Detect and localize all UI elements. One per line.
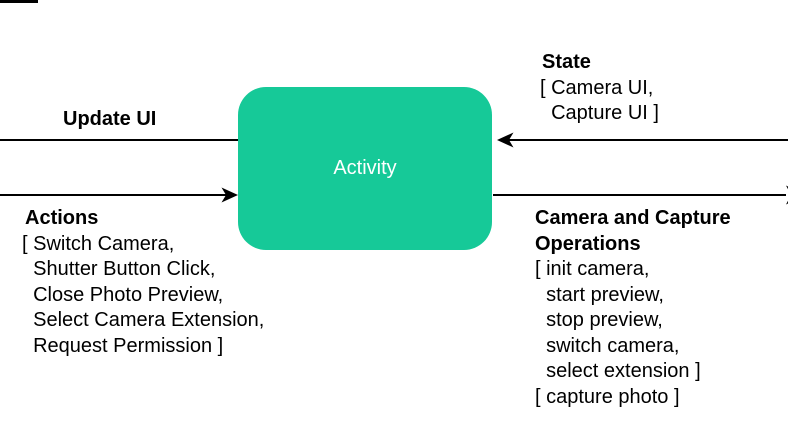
activity-node-label: Activity — [333, 157, 397, 179]
list-item-line: Close Photo Preview, — [22, 283, 224, 306]
list-item-line: Shutter Button Click, — [22, 258, 216, 280]
list-item-line: [ Camera UI, — [540, 76, 654, 99]
list-item-line: select extension ] — [535, 360, 701, 382]
list-item-line: Request Permission ] — [22, 334, 224, 357]
state-arrowhead-left-icon — [497, 132, 514, 148]
list-item-line: [ init camera, — [535, 258, 650, 280]
state-annotation: State [ Camera UI, Capture UI ] — [540, 50, 659, 127]
actions-title: Actions — [25, 207, 99, 229]
state-items: [ Camera UI, Capture UI ] — [540, 76, 659, 127]
list-item-line: stop preview, — [535, 309, 663, 331]
operations-title: Camera and Capture Operations — [535, 207, 731, 255]
activity-node: Activity — [238, 87, 492, 250]
cropped-artifact-bar — [0, 0, 38, 3]
list-item-line: Select Camera Extension, — [22, 309, 265, 331]
actions-annotation: Actions [ Switch Camera, Shutter Button … — [22, 206, 264, 359]
actions-arrowhead-right-icon — [221, 187, 238, 203]
operations-items: [ init camera, start preview, stop previ… — [535, 257, 763, 410]
list-item-line: switch camera, — [535, 334, 680, 357]
update-ui-label: Update UI — [63, 108, 157, 130]
actions-items: [ Switch Camera, Shutter Button Click, C… — [22, 232, 264, 360]
operations-annotation: Camera and Capture Operations [ init cam… — [535, 206, 763, 410]
list-item-line: [ capture photo ] — [535, 385, 680, 408]
state-title: State — [542, 51, 591, 73]
list-item-line: start preview, — [535, 283, 664, 306]
list-item-line: Capture UI ] — [540, 102, 659, 124]
list-item-line: [ Switch Camera, — [22, 232, 175, 255]
